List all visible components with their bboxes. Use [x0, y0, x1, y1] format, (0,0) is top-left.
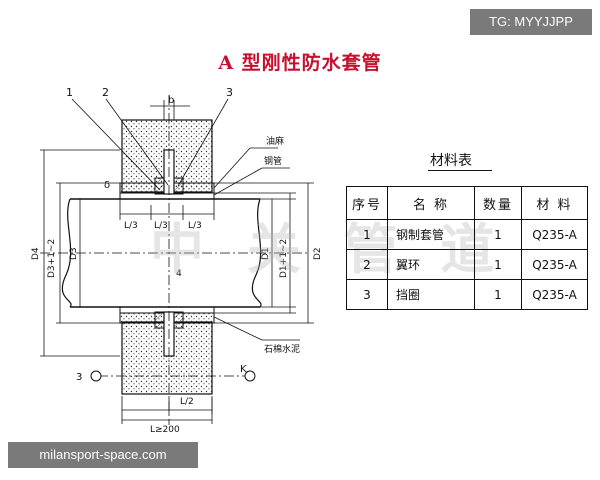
dim-d3: D3: [69, 247, 79, 260]
section-mark-3: 3: [76, 372, 82, 383]
part-label-3: 3: [226, 86, 233, 99]
dim-delta: δ: [104, 180, 110, 191]
cell-material: Q235-A: [521, 219, 588, 250]
header-material: 材 料: [521, 186, 588, 220]
dim-l2: L/2: [180, 397, 194, 407]
cell-qty: 1: [474, 249, 522, 280]
materials-table-title-underline: [428, 170, 492, 171]
page-title: A 型刚性防水套管: [218, 52, 382, 74]
part-label-1: 1: [66, 86, 73, 99]
table-header-row: 序号 名 称 数量 材 料: [346, 186, 588, 220]
cell-name: 翼环: [387, 249, 475, 280]
table-row: 3 挡圈 1 Q235-A: [346, 279, 588, 310]
callout-steel-pipe: 钢管: [264, 155, 282, 167]
cell-seq: 3: [346, 279, 388, 310]
dim-d1-plus: D1+1~2: [279, 239, 289, 278]
dim-l3-b: L/3: [154, 221, 168, 231]
dim-d3-plus: D3+1~2: [47, 239, 57, 278]
materials-table-title: 材料表: [430, 153, 472, 169]
dim-l3-c: L/3: [188, 221, 202, 231]
part-label-b: b: [168, 95, 174, 106]
cell-seq: 1: [346, 219, 388, 250]
table-row: 1 钢制套管 1 Q235-A: [346, 219, 588, 250]
cell-name: 挡圈: [387, 279, 475, 310]
dim-l3-a: L/3: [124, 221, 138, 231]
header-seq: 序号: [346, 186, 388, 220]
table-row: 2 翼环 1 Q235-A: [346, 249, 588, 280]
callout-oakum: 油麻: [266, 135, 284, 147]
watermark-bottom-badge: milansport-space.com: [8, 442, 198, 468]
materials-table: 序号 名 称 数量 材 料 1 钢制套管 1 Q235-A 2 翼环 1 Q23…: [346, 186, 588, 310]
dim-l200: L≥200: [150, 425, 180, 435]
section-mark-k: K: [240, 364, 247, 375]
cell-material: Q235-A: [521, 279, 588, 310]
dim-d2: D2: [313, 247, 323, 260]
header-qty: 数量: [474, 186, 522, 220]
cell-seq: 2: [346, 249, 388, 280]
dimension-lines: [40, 100, 314, 424]
dim-d4: D4: [31, 247, 41, 260]
cell-qty: 1: [474, 219, 522, 250]
steel-pipe: [40, 95, 310, 425]
header-name: 名 称: [387, 186, 475, 220]
cell-material: Q235-A: [521, 249, 588, 280]
watermark-top-badge: TG: MYYJJPP: [470, 9, 592, 35]
cell-name: 钢制套管: [387, 219, 475, 250]
cell-qty: 1: [474, 279, 522, 310]
dim-four: 4: [176, 269, 182, 279]
section-markers: [90, 370, 256, 382]
leader-lines: [71, 98, 300, 341]
part-label-2: 2: [102, 86, 109, 99]
dim-d1: D1: [261, 247, 271, 260]
callout-asbestos-cement: 石棉水泥: [264, 343, 300, 355]
